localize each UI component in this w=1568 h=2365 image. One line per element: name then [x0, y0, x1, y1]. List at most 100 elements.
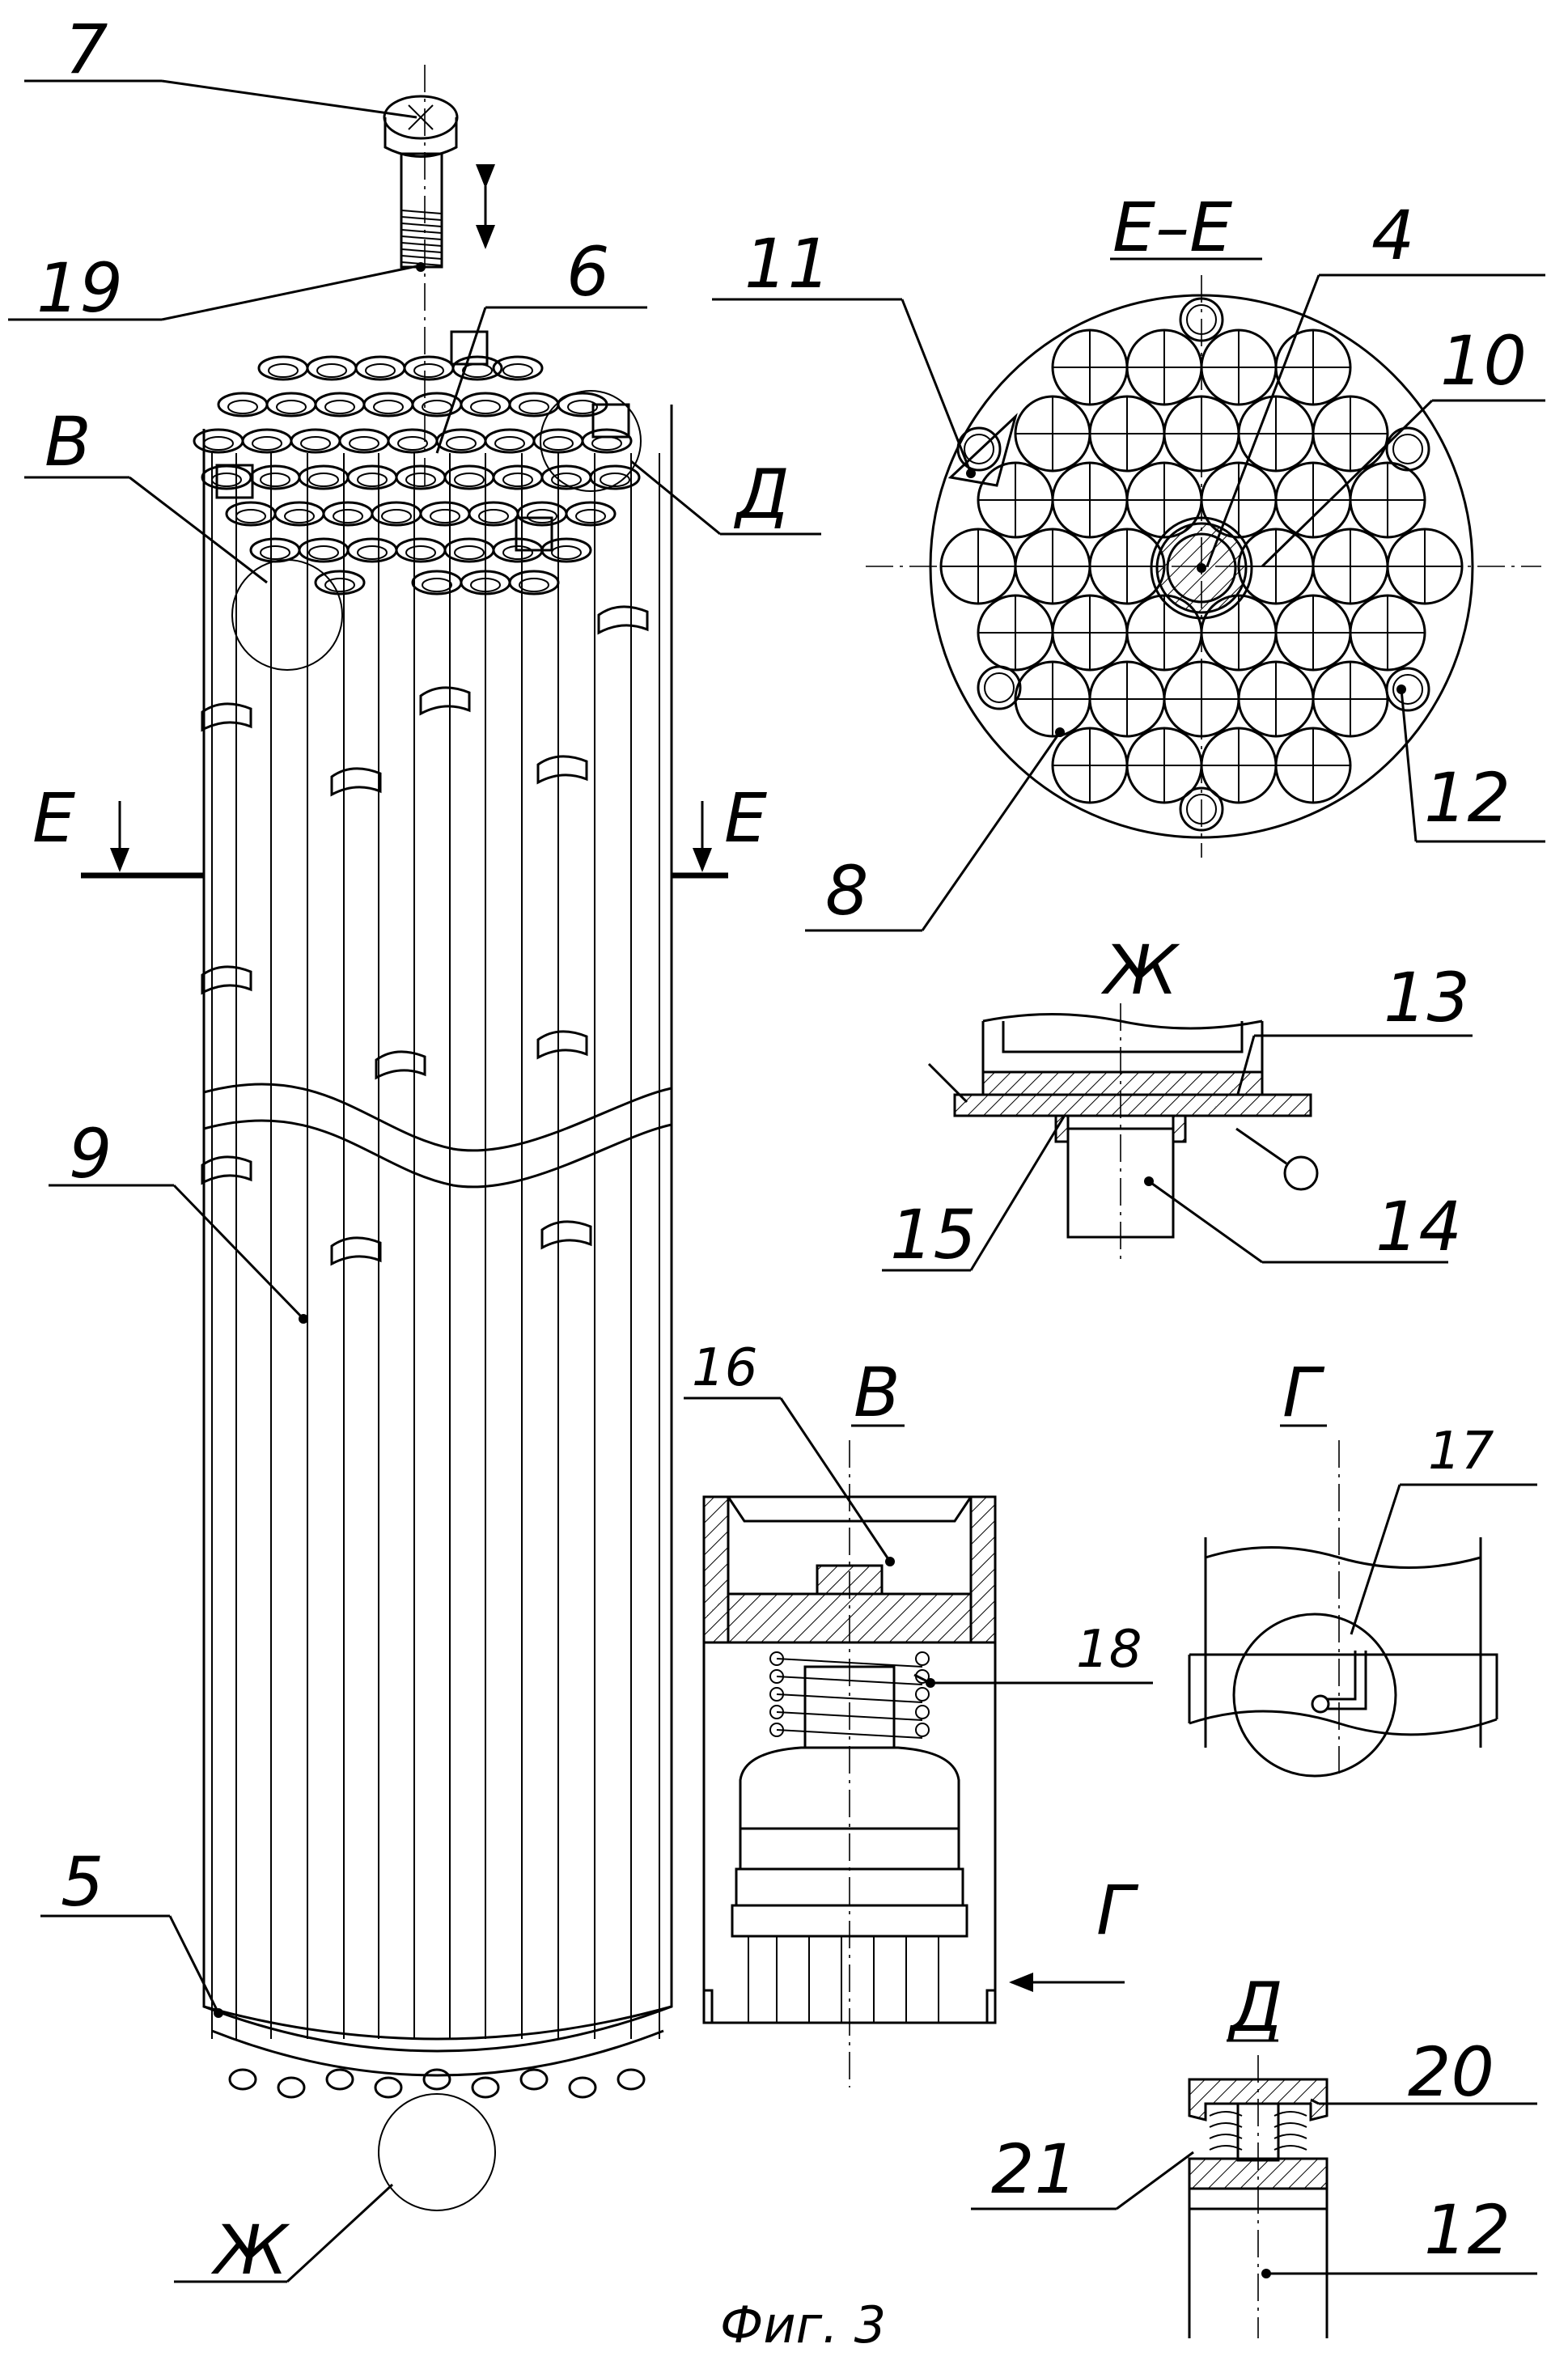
rod-top: [492, 355, 544, 381]
rod-top: [484, 428, 536, 454]
rod-top-inner: [316, 363, 347, 378]
rod-top: [257, 355, 309, 381]
rod-top-inner: [430, 509, 460, 523]
rod-top-inner: [551, 545, 582, 560]
rod-top-inner: [211, 473, 242, 487]
rod-top-inner: [397, 436, 428, 451]
support-foot: [228, 2068, 257, 2091]
rod-top-inner: [470, 400, 501, 414]
rod-top: [265, 392, 317, 417]
label-19: 19: [36, 248, 123, 328]
rod-top-inner: [333, 509, 363, 523]
rod-top: [249, 464, 301, 490]
rod-top: [565, 501, 617, 527]
rod-top-inner: [591, 436, 622, 451]
section-ee-title: Е–Е: [1112, 188, 1232, 267]
support-foot: [519, 2068, 549, 2091]
guide-tube-bore: [984, 672, 1015, 703]
rod-top: [346, 464, 398, 490]
spring-coil: [915, 1687, 930, 1702]
support-foot: [374, 2076, 403, 2099]
spring-wire: [776, 1658, 923, 1668]
label-4: 4: [1371, 196, 1414, 275]
rod-top-inner: [575, 509, 606, 523]
label-17: 17: [1428, 1422, 1494, 1481]
rod-top-inner: [284, 509, 315, 523]
label-6: 6: [566, 232, 609, 312]
rod-top-inner: [502, 363, 533, 378]
label-14: 14: [1375, 1187, 1462, 1266]
detail-g: Г 17: [1188, 1353, 1537, 1780]
rod-top-inner: [260, 473, 290, 487]
rod-top-inner: [365, 363, 396, 378]
rod-top-inner: [519, 578, 549, 592]
rod-top-inner: [235, 509, 266, 523]
spacer-clip: [419, 686, 471, 716]
rod-top-inner: [308, 545, 339, 560]
spring-coil: [915, 1705, 930, 1719]
rod-top: [338, 428, 390, 454]
rod-top-inner: [357, 473, 388, 487]
g-arrow-label: Г: [1096, 1871, 1139, 1950]
rod-top-inner: [324, 400, 355, 414]
spacer-clip: [201, 1155, 252, 1185]
rod-top-inner: [519, 400, 549, 414]
rod-top: [225, 501, 277, 527]
section-ee: Е–Е 11 4 10 12 8: [712, 188, 1545, 932]
rod-top-inner: [527, 509, 557, 523]
support-foot: [325, 2068, 354, 2091]
label-10: 10: [1440, 321, 1527, 401]
spring-wire: [776, 1676, 923, 1685]
detail-v-title: В: [854, 1353, 901, 1432]
guide-tube-bore: [1392, 674, 1423, 705]
rod-top-inner: [260, 545, 290, 560]
guide-tube-bore: [1186, 794, 1217, 824]
rod-top-inner: [357, 545, 388, 560]
detail-d-title: Д: [1227, 1968, 1283, 2047]
guide-tube-top: [450, 330, 489, 366]
rod-top-inner: [381, 509, 412, 523]
label-9: 9: [69, 1114, 112, 1193]
support-foot: [568, 2076, 597, 2099]
spacer-clip: [597, 605, 649, 635]
rod-top: [346, 537, 398, 563]
rod-top: [306, 355, 358, 381]
rod-top-inner: [543, 436, 574, 451]
rod-top-inner: [405, 473, 436, 487]
rod-top: [362, 392, 414, 417]
support-foot: [422, 2068, 451, 2091]
spacer-clip: [540, 1220, 592, 1250]
rod-top: [314, 392, 366, 417]
rod-top-inner: [494, 436, 525, 451]
rod-top: [322, 501, 374, 527]
rod-top: [290, 428, 341, 454]
rod-top-inner: [308, 473, 339, 487]
spring-coil: [1209, 2111, 1307, 2117]
bolt-7: [383, 95, 459, 272]
support-foot: [277, 2076, 306, 2099]
rod-top: [314, 570, 366, 595]
detail-v: В Г 16 18: [684, 1338, 1153, 2087]
rod-top-inner: [470, 578, 501, 592]
rod-top: [387, 428, 439, 454]
thread-line: [400, 229, 443, 234]
guide-tube-section: [1179, 786, 1224, 832]
rod-top-inner: [349, 436, 379, 451]
rod-top: [249, 537, 301, 563]
label-5: 5: [61, 1842, 104, 1922]
guide-tube-bore: [1186, 304, 1217, 335]
fuel-assembly-view: [81, 65, 728, 2211]
spring-coil: [915, 1651, 930, 1666]
label-21: 21: [991, 2130, 1078, 2209]
rod-top: [193, 428, 244, 454]
rod-top-inner: [502, 545, 533, 560]
label-13: 13: [1384, 958, 1470, 1037]
rod-top-inner: [600, 473, 630, 487]
guide-tube-top: [515, 516, 553, 552]
rod-top-inner: [373, 400, 404, 414]
label-12b: 12: [1424, 2190, 1511, 2270]
rod-top-inner: [502, 473, 533, 487]
rod-top: [508, 570, 560, 595]
